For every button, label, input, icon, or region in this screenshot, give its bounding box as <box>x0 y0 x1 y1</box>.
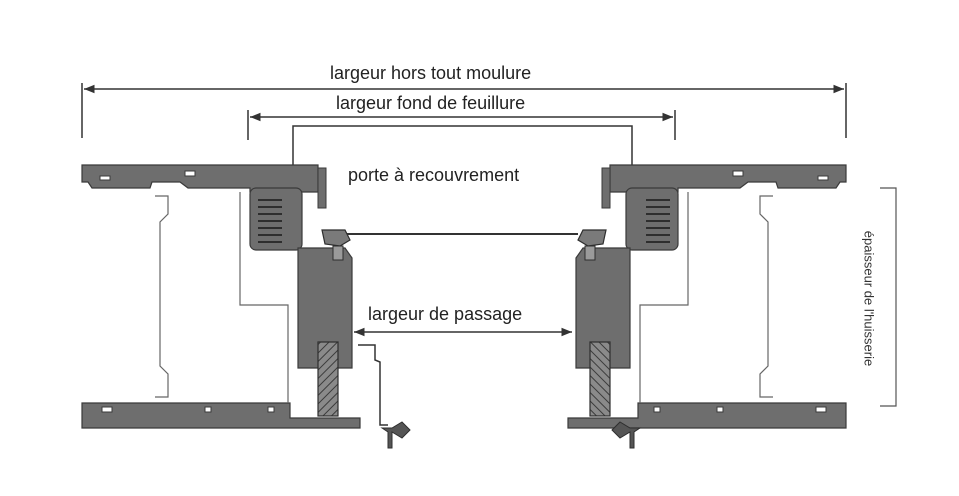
wall-thickness-label: épaisseur de l'huisserie <box>861 230 877 367</box>
wall-thickness-bracket <box>880 187 897 407</box>
door-leaf-outline <box>292 125 633 235</box>
right-frame-profile <box>567 164 847 449</box>
passage-width-label: largeur de passage <box>365 304 526 324</box>
door-type-label: porte à recouvrement <box>345 165 523 185</box>
overall-width-label: largeur hors tout moulure <box>327 63 535 83</box>
left-frame-profile <box>81 164 411 449</box>
rebate-width-label: largeur fond de feuillure <box>333 93 529 113</box>
rebate-width-dimension <box>247 110 676 140</box>
overall-width-dimension <box>81 83 847 138</box>
